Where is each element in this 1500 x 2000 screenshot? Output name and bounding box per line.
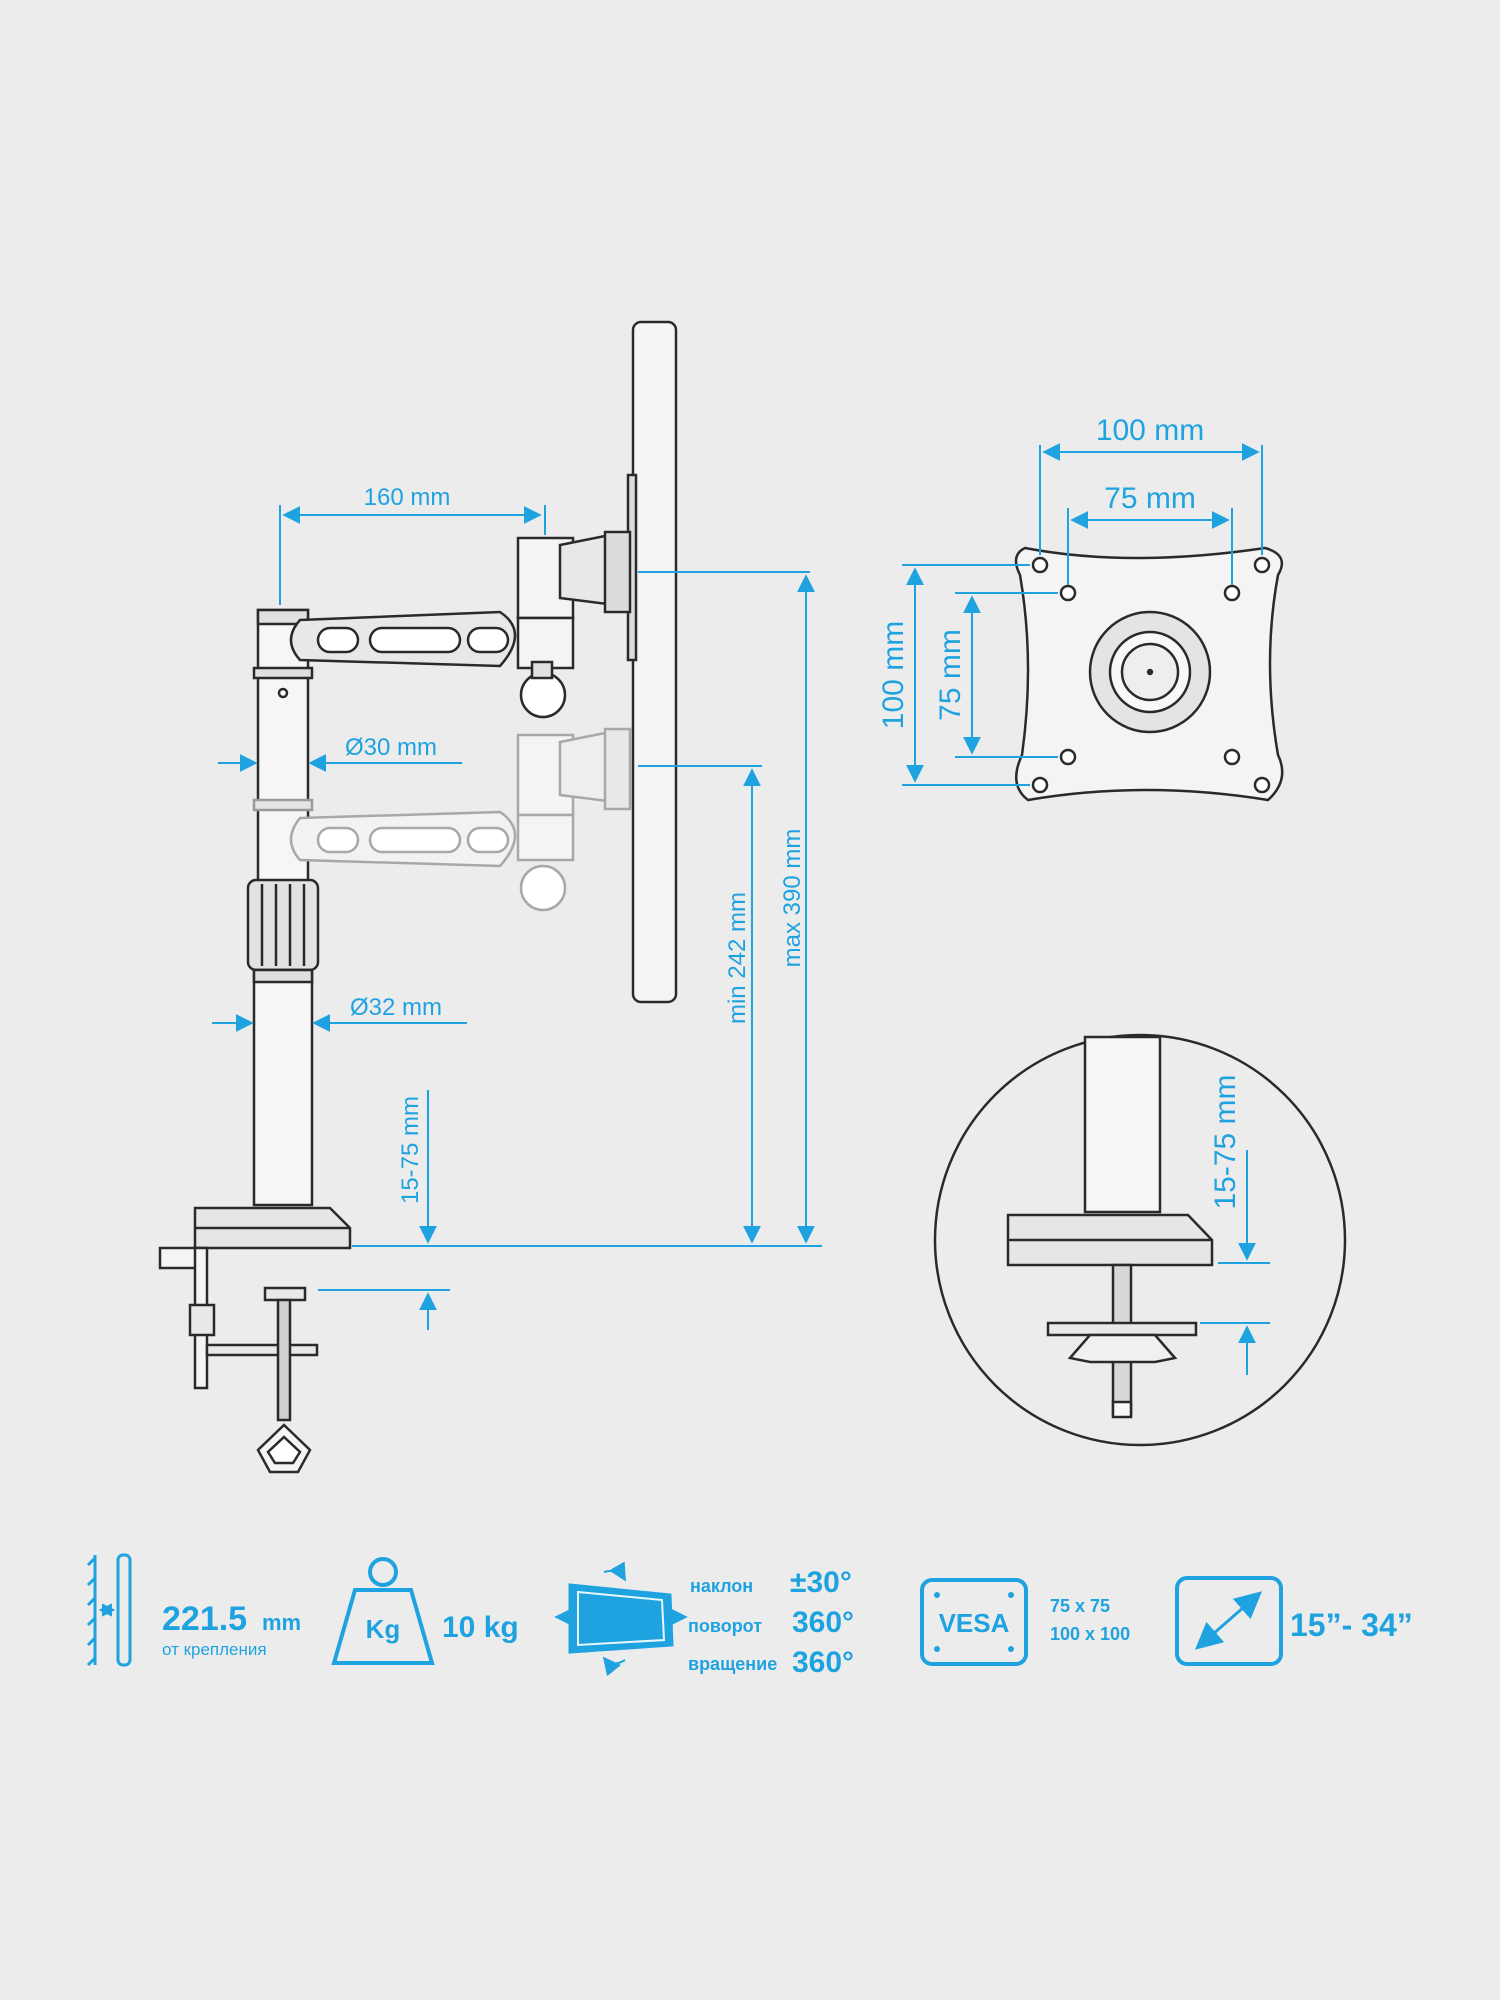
vesa-sizes-2: 100 x 100 [1050, 1624, 1130, 1644]
swivel-label: поворот [688, 1616, 762, 1636]
vesa-dimension-lines [902, 443, 1263, 786]
rotation-icon [554, 1561, 688, 1677]
rotate-label: вращение [688, 1654, 777, 1674]
max-height-label: max 390 mm [779, 829, 806, 968]
arm-knob-upper [519, 671, 567, 719]
lower-diameter-label: Ø32 mm [350, 994, 442, 1021]
min-height-label: min 242 mm [724, 892, 751, 1024]
screen-size-value: 15”- 34” [1290, 1607, 1413, 1643]
clamp-screw [276, 1298, 292, 1422]
features-row: 221.5 mm от крепления Kg 10 kg наклон ±3… [86, 1553, 1413, 1679]
screen-size-icon [1175, 1576, 1283, 1666]
detail-plate [1046, 1321, 1198, 1337]
clamp-range-label: 15-75 mm [397, 1096, 424, 1204]
tilt-value: ±30° [790, 1566, 852, 1599]
vesa-plate [1014, 546, 1284, 802]
vesa-icon [920, 1578, 1028, 1666]
clamp-detail: 15-75 mm [933, 1033, 1347, 1447]
wall-distance-icon [86, 1553, 132, 1667]
main-dimension-labels: 160 mm Ø30 mm Ø32 mm 15-75 mm min 242 mm… [345, 484, 806, 1204]
detail-pole [1083, 1035, 1162, 1214]
distance-value: 221.5 [162, 1600, 247, 1638]
detail-clamp-range-label: 15-75 mm [1209, 1074, 1242, 1209]
upper-diameter-label: Ø30 mm [345, 734, 437, 761]
arm-lower-ghost [289, 727, 632, 912]
weight-value: 10 kg [442, 1611, 519, 1644]
swivel-value: 360° [792, 1606, 854, 1639]
arm-length-label: 160 mm [364, 484, 451, 511]
rotate-value: 360° [792, 1646, 854, 1679]
mount-side-view [158, 320, 678, 1474]
main-dimension-lines [212, 505, 822, 1330]
detail-wing-nut [1067, 1333, 1178, 1364]
distance-caption: от крепления [162, 1640, 267, 1659]
vesa-outer-v-label: 100 mm [877, 621, 910, 729]
vesa-outer-h-label: 100 mm [1096, 414, 1204, 447]
tilt-label: наклон [690, 1576, 753, 1596]
distance-unit: mm [262, 1610, 301, 1635]
clamp-arm [158, 1246, 200, 1270]
monitor-panel [631, 320, 678, 1004]
height-collar [246, 878, 320, 972]
vesa-sizes-1: 75 x 75 [1050, 1596, 1110, 1616]
lower-pole [252, 968, 314, 1207]
vesa-dimension-labels: 100 mm 75 mm 100 mm 75 mm [877, 414, 1204, 729]
vesa-icon-label: VESA [939, 1608, 1010, 1638]
weight-icon [331, 1557, 435, 1665]
weight-icon-label: Kg [366, 1614, 401, 1644]
vesa-inner-h-label: 75 mm [1104, 482, 1196, 515]
vesa-inner-v-label: 75 mm [934, 629, 967, 721]
